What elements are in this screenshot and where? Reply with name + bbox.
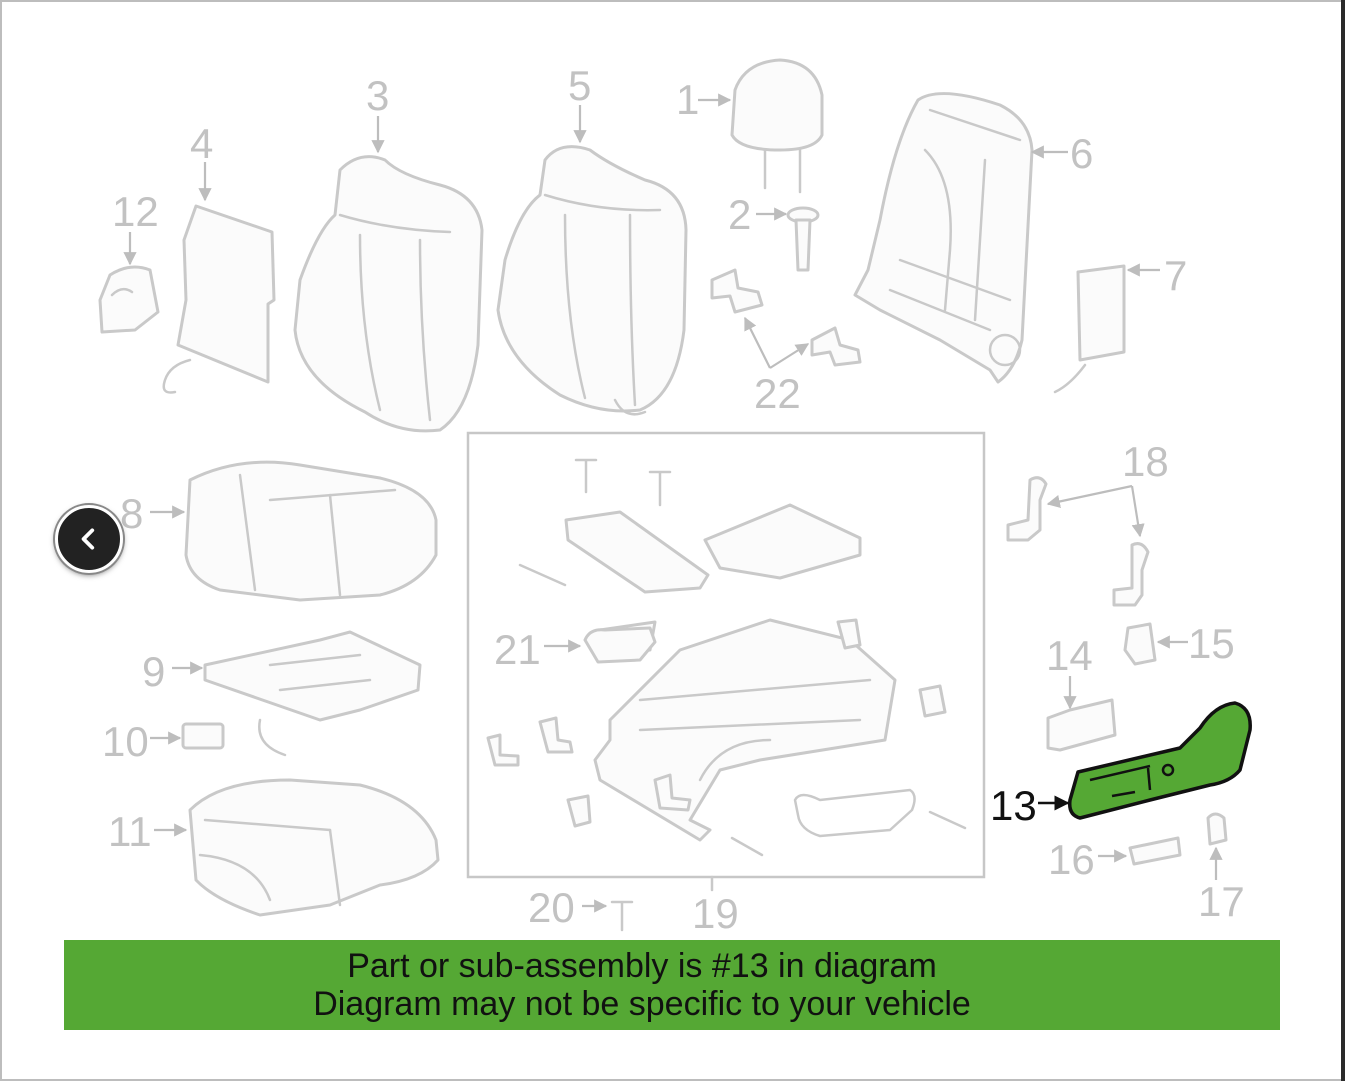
part-5: 5 — [496, 62, 688, 416]
callout-4: 4 — [190, 120, 213, 167]
callout-9: 9 — [142, 648, 165, 695]
part-18: 18 — [1006, 438, 1169, 607]
banner-line-2: Diagram may not be specific to your vehi… — [313, 985, 971, 1023]
callout-17: 17 — [1198, 878, 1245, 925]
callout-7: 7 — [1164, 252, 1187, 299]
banner-line-1: Part or sub-assembly is #13 in diagram — [347, 947, 937, 985]
callout-15: 15 — [1188, 620, 1235, 667]
callout-11: 11 — [108, 808, 152, 855]
callout-13: 13 — [990, 782, 1037, 829]
callout-3: 3 — [366, 72, 389, 119]
callout-8: 8 — [120, 490, 143, 537]
callout-16: 16 — [1048, 836, 1095, 883]
part-4: 4 — [162, 120, 276, 394]
chevron-left-icon — [81, 528, 95, 550]
part-2: 2 — [728, 191, 820, 272]
callout-10: 10 — [102, 718, 149, 765]
part-10: 10 — [102, 718, 225, 765]
part-8: 8 — [120, 460, 438, 602]
prev-image-button[interactable] — [55, 505, 123, 573]
part-16: 16 — [1048, 836, 1182, 883]
part-15: 15 — [1123, 620, 1235, 667]
window-edge — [1341, 0, 1345, 1081]
callout-20: 20 — [528, 884, 575, 931]
part-9: 9 — [142, 630, 422, 757]
callout-14: 14 — [1046, 632, 1093, 679]
part-1: 1 — [676, 58, 824, 194]
part-21: 21 — [494, 626, 657, 673]
callout-12: 12 — [112, 188, 159, 235]
part-20: 20 — [528, 884, 634, 932]
callout-22: 22 — [754, 370, 801, 417]
callout-18: 18 — [1122, 438, 1169, 485]
callout-6: 6 — [1070, 130, 1093, 177]
callout-1: 1 — [676, 76, 699, 123]
part-6: 6 — [853, 92, 1093, 384]
callout-19: 19 — [692, 890, 739, 937]
part-11: 11 — [108, 778, 440, 917]
info-banner: Part or sub-assembly is #13 in diagram D… — [64, 940, 1280, 1030]
part-14: 14 — [1046, 632, 1117, 752]
part-12: 12 — [98, 188, 160, 334]
part-17: 17 — [1198, 812, 1245, 925]
part-3: 3 — [293, 72, 484, 433]
callout-21: 21 — [494, 626, 541, 673]
callout-2: 2 — [728, 191, 751, 238]
part-19: 19 — [466, 431, 986, 937]
part-22: 22 — [710, 268, 862, 417]
part-13-highlighted: 13 — [990, 701, 1252, 829]
part-7: 7 — [1053, 252, 1187, 394]
callout-5: 5 — [568, 62, 591, 109]
